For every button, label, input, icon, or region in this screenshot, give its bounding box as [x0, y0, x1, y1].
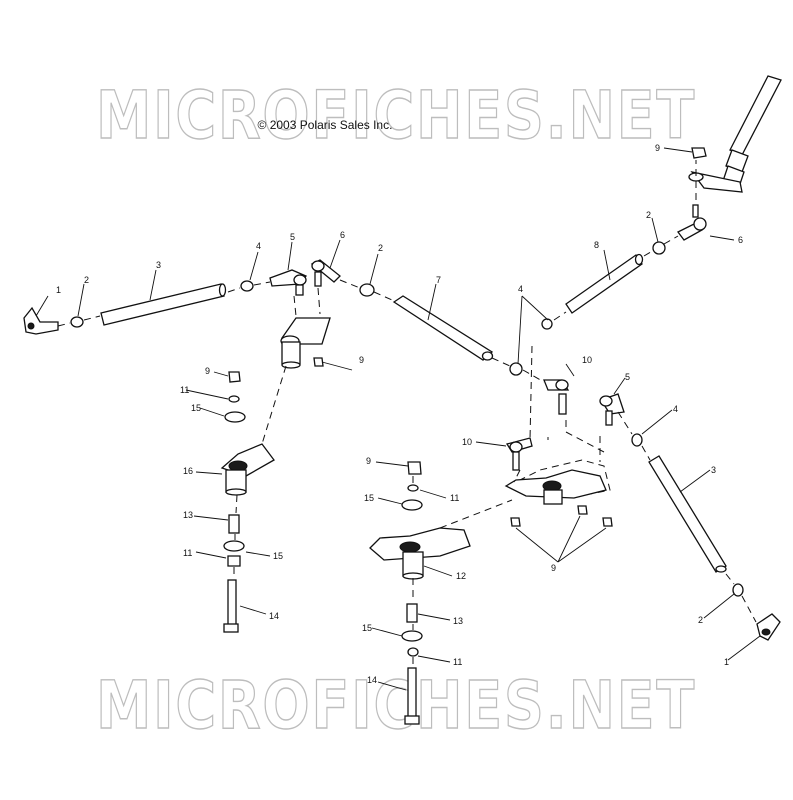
- steering-plate-right: [504, 459, 611, 505]
- rod-end-upper-right: [677, 204, 707, 241]
- bolt-left: [223, 579, 239, 633]
- callout-label: 10: [582, 355, 592, 365]
- pitman-arm-left: [220, 443, 275, 496]
- upper-idler-arm: [280, 317, 331, 369]
- callout-label: 15: [191, 403, 201, 413]
- rod-end-lower-middle: [505, 437, 533, 471]
- callout-label: 3: [156, 260, 161, 270]
- left-spacers-washers: [223, 395, 246, 567]
- callout-label: 16: [183, 466, 193, 476]
- callout-label: 1: [724, 657, 729, 667]
- tie-rod-center: [392, 295, 494, 361]
- callout-label: 5: [625, 372, 630, 382]
- rod-end-upper-left: [269, 269, 308, 296]
- callout-label: 2: [84, 275, 89, 285]
- rod-end-right: [599, 393, 625, 426]
- callout-label: 9: [655, 143, 660, 153]
- bolt-center: [404, 667, 420, 725]
- tie-rod-left: [100, 283, 227, 326]
- copyright-text: © 2003 Polaris Sales Inc.: [258, 118, 393, 132]
- callout-label: 9: [205, 366, 210, 376]
- callout-label: 1: [56, 285, 61, 295]
- rod-end-center-left: [310, 259, 341, 287]
- callout-label: 4: [518, 284, 523, 294]
- watermark-bottom: MICROFICHES.NET: [96, 667, 696, 744]
- lock-nuts: [228, 147, 707, 527]
- callout-label: 11: [453, 657, 462, 667]
- center-idler-arm: [369, 527, 471, 580]
- callout-label: 10: [462, 437, 472, 447]
- callout-label: 13: [453, 616, 463, 626]
- callout-label: 11: [183, 548, 192, 558]
- callout-label: 15: [273, 551, 283, 561]
- callout-label: 9: [551, 563, 556, 573]
- rod-end-mid-right: [543, 379, 570, 415]
- callout-label: 2: [698, 615, 703, 625]
- rod-end-lower-right: [756, 613, 781, 641]
- callout-label: 8: [594, 240, 599, 250]
- callout-label: 7: [436, 275, 441, 285]
- callout-labels: 1 2 3 4 5 6 2 7 4 8 2 6 9 10 10 5 4 3 2 …: [56, 143, 743, 685]
- callout-label: 12: [456, 571, 466, 581]
- callout-label: 3: [711, 465, 716, 475]
- callout-label: 11: [450, 493, 459, 503]
- watermark-top: MICROFICHES.NET: [96, 77, 696, 154]
- leader-lines: [35, 147, 761, 691]
- callout-label: 14: [269, 611, 279, 621]
- callout-label: 15: [364, 493, 374, 503]
- callout-label: 9: [366, 456, 371, 466]
- tie-rod-upper-right: [565, 253, 644, 314]
- steering-post: [688, 75, 782, 193]
- callout-label: 4: [256, 241, 261, 251]
- callout-label: 14: [367, 675, 377, 685]
- jam-nuts: [70, 241, 744, 597]
- callout-label: 6: [738, 235, 743, 245]
- callout-label: 11: [180, 385, 189, 395]
- callout-label: 2: [378, 243, 383, 253]
- callout-label: 6: [340, 230, 345, 240]
- callout-label: 9: [359, 355, 364, 365]
- callout-label: 15: [362, 623, 372, 633]
- tie-rod-lower-right: [648, 455, 727, 573]
- callout-label: 13: [183, 510, 193, 520]
- callout-label: 2: [646, 210, 651, 220]
- center-spacers-washers: [401, 484, 423, 657]
- callout-label: 4: [673, 404, 678, 414]
- rod-end-left: [23, 306, 59, 335]
- callout-label: 5: [290, 232, 295, 242]
- assembly-lines: [57, 160, 757, 666]
